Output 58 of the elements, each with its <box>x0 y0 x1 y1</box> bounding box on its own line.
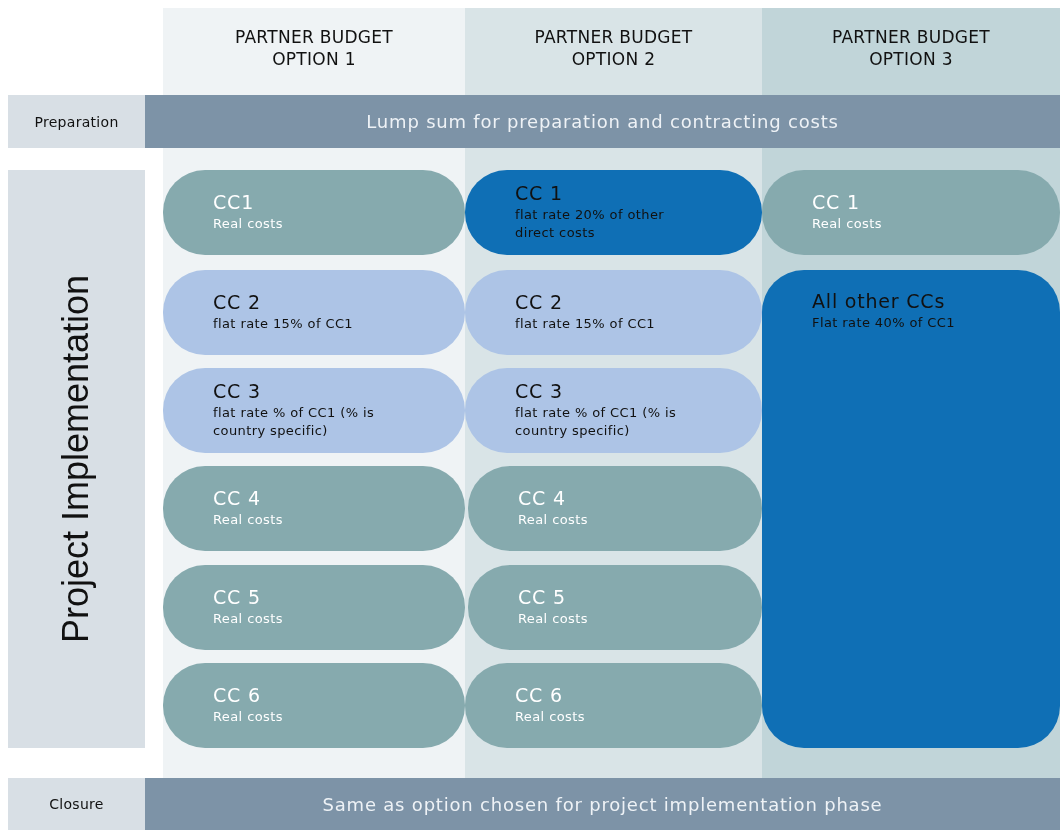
cost-rule: flat rate 15% of CC1 <box>515 314 657 333</box>
cost-category-box <box>762 270 1060 748</box>
column-heading: PARTNER BUDGET OPTION 1 <box>233 26 395 71</box>
cost-rule: Real costs <box>515 707 586 726</box>
cost-category-box <box>163 663 465 748</box>
cost-category-title: CC 1 <box>515 181 564 206</box>
cost-rule: Real costs <box>812 214 883 233</box>
cost-rule: Real costs <box>213 214 284 233</box>
cost-category-box <box>762 170 1060 255</box>
phase-label: Project Implementation <box>55 274 98 644</box>
cost-category-title: CC 6 <box>515 684 564 708</box>
cost-rule: Real costs <box>213 609 284 628</box>
cost-category-box <box>163 270 465 355</box>
cost-category-title: CC 5 <box>213 586 262 610</box>
cost-category-title: CC 2 <box>213 291 262 315</box>
cost-category-title: CC 3 <box>213 379 262 404</box>
cost-category-title: CC 2 <box>515 291 564 315</box>
cost-rule: Flat rate 40% of CC1 <box>812 313 956 332</box>
cost-rule: Real costs <box>213 510 284 529</box>
cost-category-box <box>163 466 465 551</box>
cost-category-box <box>468 565 762 650</box>
phase-label-box <box>8 170 145 748</box>
phase-label-box <box>8 95 145 148</box>
column-heading: PARTNER BUDGET OPTION 3 <box>830 26 992 71</box>
cost-category-title: All other CCs <box>812 290 947 314</box>
cost-category-title: CC 4 <box>518 487 567 511</box>
phase-label-box <box>8 778 145 830</box>
column-band <box>762 8 1060 95</box>
cost-category-box <box>163 170 465 255</box>
cost-rule: flat rate 20% of other direct costs <box>515 205 666 243</box>
cost-category-title: CC1 <box>213 191 256 215</box>
cost-rule: Real costs <box>518 609 589 628</box>
cost-rule: flat rate % of CC1 (% is country specific) <box>515 403 678 441</box>
phase-description: Same as option chosen for project implementation phase <box>322 793 883 815</box>
phase-label: Closure <box>49 796 104 812</box>
phase-label: Preparation <box>34 113 119 130</box>
cost-category-title: CC 5 <box>518 586 567 610</box>
column-band <box>163 8 465 95</box>
cost-rule: flat rate % of CC1 (% is country specific) <box>213 403 376 441</box>
column-band <box>465 8 762 95</box>
cost-category-title: CC 6 <box>213 684 262 708</box>
cost-category-box <box>468 466 762 551</box>
cost-category-box <box>465 368 762 453</box>
cost-category-box <box>163 368 465 453</box>
cost-category-box <box>465 270 762 355</box>
phase-bar <box>145 95 1060 148</box>
cost-category-box <box>163 565 465 650</box>
cost-category-title: CC 1 <box>812 191 861 215</box>
cost-category-title: CC 4 <box>213 487 262 511</box>
phase-description: Lump sum for preparation and contracting costs <box>366 111 839 132</box>
phase-bar <box>145 778 1060 830</box>
cost-category-box <box>465 663 762 748</box>
cost-rule: flat rate 15% of CC1 <box>213 314 355 333</box>
cost-rule: Real costs <box>518 510 589 529</box>
cost-rule: Real costs <box>213 707 284 726</box>
cost-category-box <box>465 170 762 255</box>
cost-category-title: CC 3 <box>515 379 564 404</box>
column-heading: PARTNER BUDGET OPTION 2 <box>533 26 694 71</box>
